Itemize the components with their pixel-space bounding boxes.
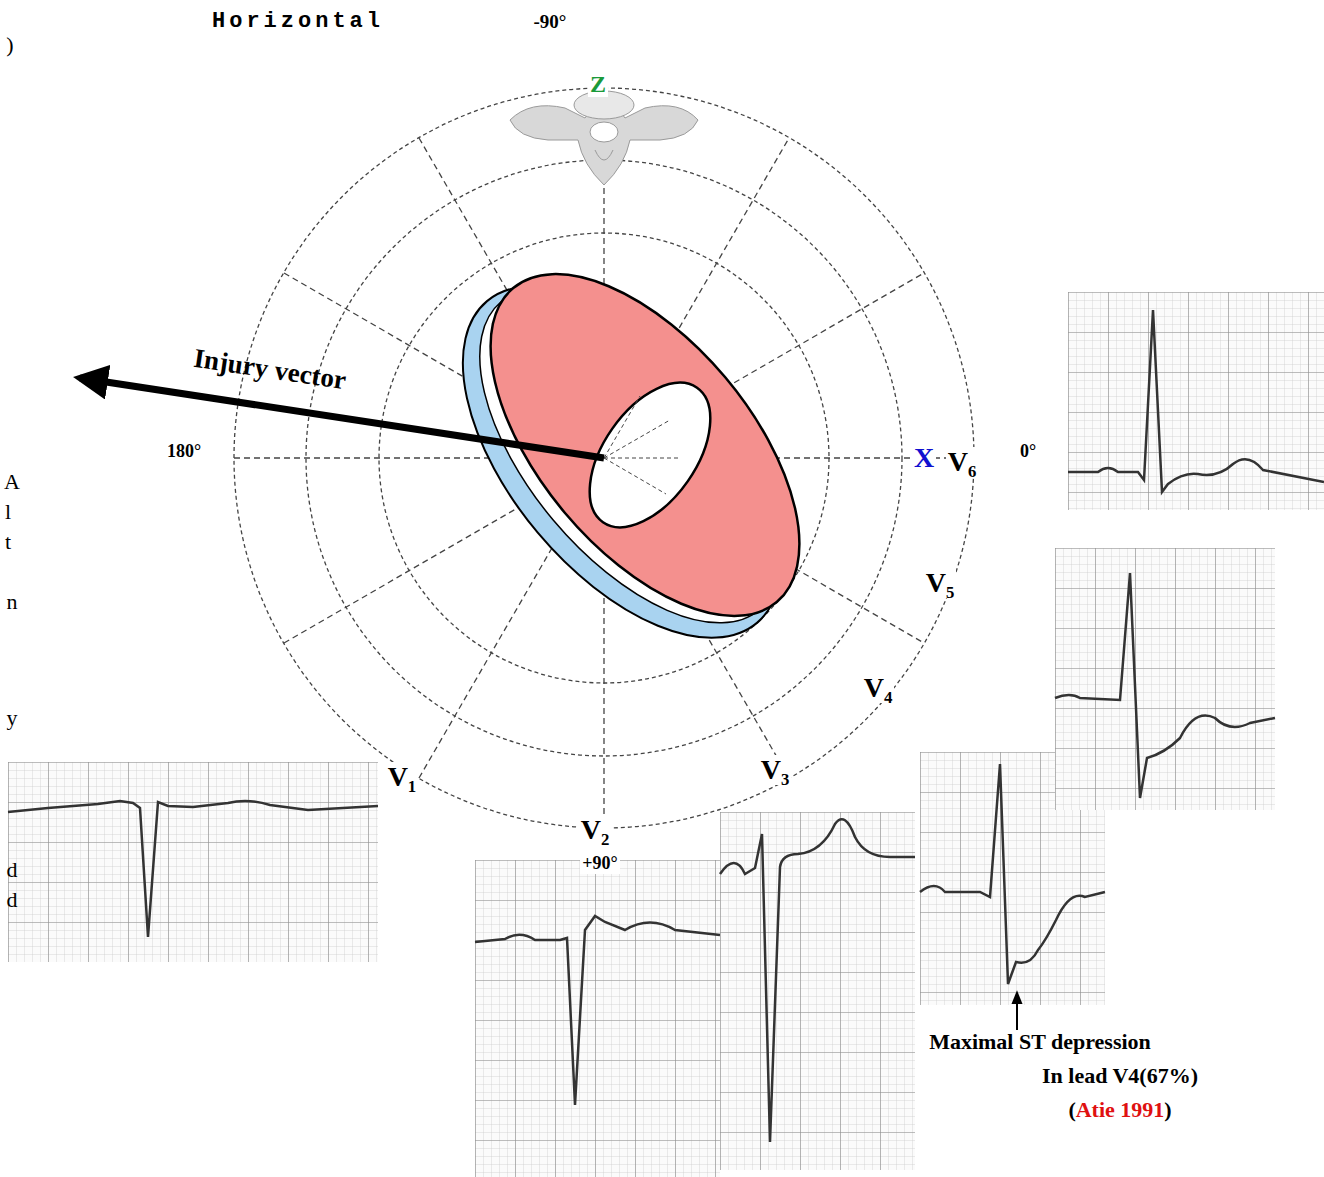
ecg-strip-v2 <box>475 860 720 1177</box>
axis-name: X <box>912 443 936 474</box>
ventricle-ring <box>403 220 857 693</box>
vector-label: Injury vector <box>192 344 348 396</box>
lead-label: V₃ <box>759 755 792 786</box>
lead-label: V₁ <box>386 762 419 793</box>
citation: Atie 1991 <box>1076 1098 1165 1122</box>
annotation: Maximal ST depression <box>927 1030 1153 1054</box>
ecg-strip-v1 <box>8 762 378 962</box>
cut-text: ) <box>6 33 13 57</box>
angle-label: 0° <box>1018 442 1038 462</box>
axis-name: Z <box>588 71 608 97</box>
cut-text: n <box>7 590 18 614</box>
angle-label: +90° <box>580 854 619 874</box>
lead-label: V₅ <box>924 568 957 599</box>
hole-axes <box>604 396 680 494</box>
ecg-strip-v6 <box>1068 292 1324 510</box>
plot-title: Horizontal <box>212 10 384 34</box>
ecg-strip-v3 <box>720 812 915 1170</box>
cut-text: l <box>5 500 11 524</box>
lead-label: V₆ <box>946 447 979 478</box>
citation-bracket: ) <box>1164 1098 1171 1122</box>
cut-text: d <box>7 858 18 882</box>
cut-text: y <box>7 706 18 730</box>
cut-text: d <box>7 888 18 912</box>
lead-label: V₂ <box>579 815 612 846</box>
lead-label: V₄ <box>862 673 895 704</box>
angle-label: -90° <box>534 12 567 33</box>
ecg-strip-v5 <box>1055 548 1275 810</box>
st-depression-pointer <box>1016 993 1018 1030</box>
cut-text: t <box>5 530 11 554</box>
cut-text: A <box>4 470 20 494</box>
citation-bracket: ( <box>1068 1098 1075 1122</box>
annotation: In lead V4(67%) <box>1040 1064 1200 1088</box>
vertebra <box>510 91 698 185</box>
angle-label: 180° <box>165 442 203 462</box>
